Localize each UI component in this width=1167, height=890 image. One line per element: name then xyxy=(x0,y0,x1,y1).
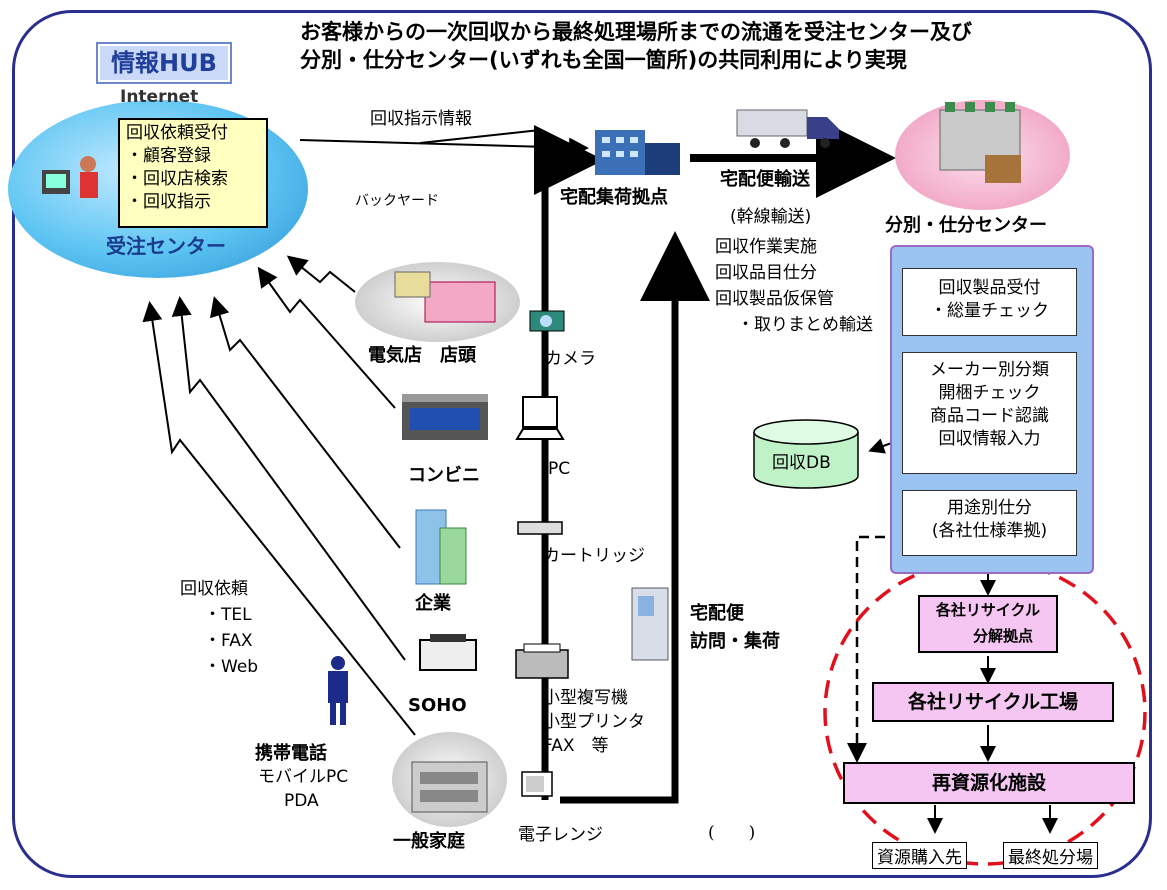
company-label: 企業 xyxy=(415,593,451,614)
microwave-label: 電子レンジ xyxy=(518,825,603,845)
flow-text: 用途別仕分 xyxy=(947,498,1032,518)
recycle-dismantle-base: 各社リサイクル 分解拠点 xyxy=(918,595,1058,653)
delivery-hub-label: 宅配集荷拠点 xyxy=(560,187,668,208)
household-scene xyxy=(392,732,507,827)
delivery-hub-building-icon xyxy=(590,125,685,180)
flow-text: ・総量チェック xyxy=(930,301,1049,321)
flow-text: 分解拠点 xyxy=(972,627,1033,645)
household-label: 一般家庭 xyxy=(393,831,465,852)
instruction-info-label: 回収指示情報 xyxy=(370,109,472,129)
direct-route-dashed xyxy=(847,535,885,763)
resource-facility-box: 再資源化施設 xyxy=(843,762,1135,804)
hub-task: 回収作業実施 xyxy=(715,237,817,257)
request-method: ・FAX xyxy=(204,631,253,651)
copier-icon xyxy=(512,640,572,682)
flow-text: (各社仕様準拠) xyxy=(931,521,1048,541)
hub-item: 回収依頼受付 xyxy=(126,123,228,143)
operator-icon xyxy=(38,150,108,210)
pc-icon xyxy=(515,395,565,441)
microwave-icon xyxy=(520,770,554,798)
hub-task: ・取りまとめ輸送 xyxy=(737,315,873,335)
electronics-store-scene xyxy=(355,262,520,342)
classification-box: メーカー別分類 開梱チェック 商品コード認識 回収情報入力 xyxy=(902,352,1077,474)
request-method: ・Web xyxy=(204,657,259,677)
hub-tasks: 回収作業実施 回収品目仕分 回収製品仮保管 ・取りまとめ輸送 xyxy=(715,234,873,338)
diagram-frame xyxy=(12,10,1152,878)
mobile-phone-label: 携帯電話 xyxy=(255,743,327,764)
title-line-1: お客様からの一次回収から最終処理場所までの流通を受注センター及び xyxy=(300,20,972,44)
hub-item: ・顧客登録 xyxy=(126,146,211,166)
convenience-store-icon xyxy=(400,390,490,445)
internet-label: Internet xyxy=(120,87,199,107)
diagram-title: お客様からの一次回収から最終処理場所までの流通を受注センター及び 分別・仕分セン… xyxy=(300,18,972,74)
soho-label: SOHO xyxy=(408,695,467,716)
copier-label: 小型プリンタ xyxy=(543,712,645,732)
copier-label: 小型複写機 xyxy=(543,688,628,708)
collection-route xyxy=(534,125,710,804)
flow-text: 開梱チェック xyxy=(938,383,1041,403)
courier-transport-label: 宅配便輸送 xyxy=(720,169,810,190)
mobile-user-icon xyxy=(322,655,352,727)
recycle-factory-box: 各社リサイクル工場 xyxy=(872,682,1114,722)
cartridge-icon xyxy=(516,520,564,536)
hub-task: 回収品目仕分 xyxy=(715,263,817,283)
flow-text: 商品コード認識 xyxy=(930,406,1049,426)
company-building-icon xyxy=(410,498,470,588)
flow-text: 回収製品受付 xyxy=(938,278,1041,298)
purpose-sort-box: 用途別仕分 (各社仕様準拠) xyxy=(902,490,1077,556)
soho-fax-icon xyxy=(418,632,478,672)
request-methods: 回収依頼 ・TEL ・FAX ・Web xyxy=(180,576,258,680)
collection-db-icon xyxy=(750,418,862,490)
trunk-transport-label: (幹線輸送) xyxy=(730,207,812,227)
resource-buyer-box: 資源購入先 xyxy=(872,842,967,869)
convenience-store-label: コンビニ xyxy=(408,465,480,486)
camera-label: カメラ xyxy=(545,349,596,369)
mobile-pc-label: モバイルPC xyxy=(258,767,349,787)
title-line-2: 分別・仕分センター(いずれも全国一箇所)の共同利用により実現 xyxy=(300,48,907,72)
flow-text: 回収情報入力 xyxy=(938,429,1041,449)
courier-pickup-line: 宅配便 xyxy=(690,603,744,624)
copier-label: FAX 等 xyxy=(543,736,609,756)
hub-item: ・回収店検索 xyxy=(126,169,228,189)
backyard-label: バックヤード xyxy=(355,193,439,209)
courier-pickup-label: 宅配便 訪問・集荷 xyxy=(690,600,780,656)
instruction-arrow xyxy=(299,129,589,158)
pc-label: PC xyxy=(548,459,571,479)
flow-text: 各社リサイクル xyxy=(935,601,1041,619)
blank-parenthesis: ( ) xyxy=(708,823,756,843)
final-disposal-box: 最終処分場 xyxy=(1003,842,1098,869)
request-method: 回収依頼 xyxy=(180,579,248,599)
request-method: ・TEL xyxy=(204,605,252,625)
request-lines xyxy=(142,255,416,736)
sorting-center-scene xyxy=(895,100,1070,210)
flow-text: メーカー別分類 xyxy=(930,360,1049,380)
cartridge-label: カートリッジ xyxy=(543,546,645,566)
truck-icon xyxy=(735,105,845,150)
sorting-center-label: 分別・仕分センター xyxy=(885,215,1047,236)
copier-labels: 小型複写機 小型プリンタ FAX 等 xyxy=(543,686,645,758)
camera-icon xyxy=(528,305,568,335)
hub-task: 回収製品仮保管 xyxy=(715,289,834,309)
order-center-label: 受注センター xyxy=(106,234,226,258)
hub-item: ・回収指示 xyxy=(126,192,211,212)
pda-label: PDA xyxy=(284,791,319,811)
info-hub-logo: 情報HUB xyxy=(96,42,232,84)
electronics-store-label: 電気店 店頭 xyxy=(368,345,476,366)
courier-kiosk-icon xyxy=(628,586,673,662)
courier-pickup-line: 訪問・集荷 xyxy=(690,631,780,652)
receive-check-box: 回収製品受付 ・総量チェック xyxy=(902,268,1077,336)
hub-function-box: 回収依頼受付 ・顧客登録 ・回収店検索 ・回収指示 xyxy=(118,118,268,228)
collection-db-label: 回収DB xyxy=(772,453,831,473)
